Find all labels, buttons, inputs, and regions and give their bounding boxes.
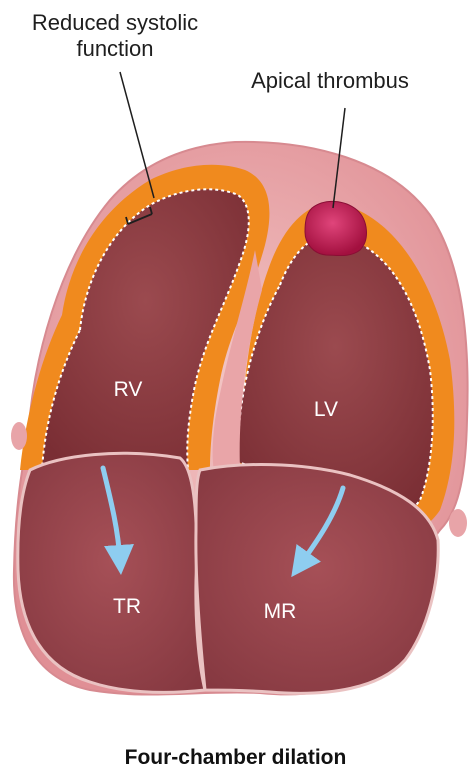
- left-edge-nub: [11, 422, 27, 450]
- tr-label: TR: [97, 595, 157, 619]
- lv-label: LV: [296, 398, 356, 422]
- left-atrium: [196, 465, 438, 694]
- figure-caption: Four-chamber dilation: [0, 746, 471, 770]
- rv-label: RV: [98, 378, 158, 402]
- apical-thrombus-label: Apical thrombus: [230, 68, 430, 94]
- mr-label: MR: [250, 600, 310, 624]
- right-edge-nub: [449, 509, 467, 537]
